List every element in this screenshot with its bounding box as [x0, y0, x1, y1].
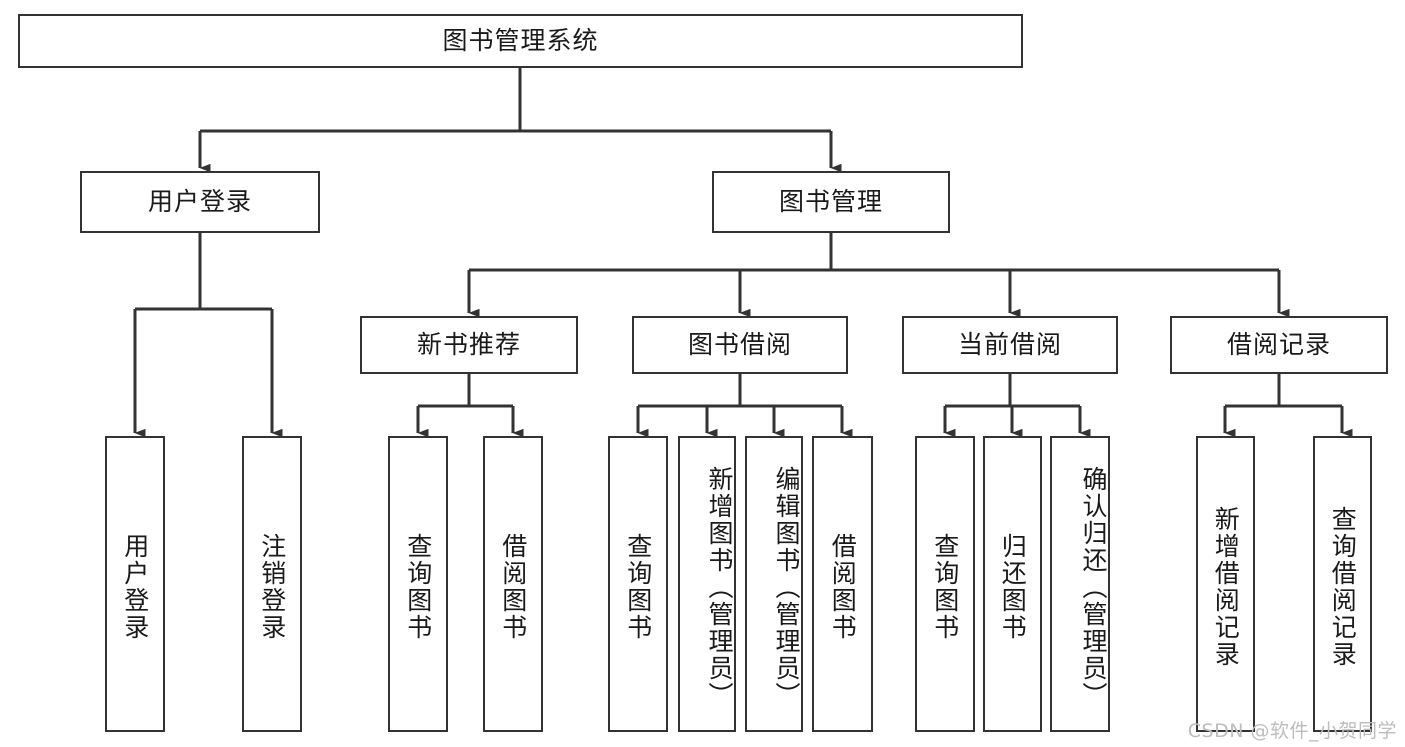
node-book-borrow[interactable]: 图书借阅 — [632, 316, 848, 374]
node-leaf-edit-book-admin[interactable]: 编辑图书（管理员） — [745, 436, 803, 732]
node-label: 查询借阅记录 — [1328, 506, 1358, 668]
node-label: 确认归还（管理员） — [1079, 465, 1108, 709]
node-root-book-management-system[interactable]: 图书管理系统 — [18, 14, 1023, 68]
node-label: 用户登录 — [120, 533, 150, 641]
node-leaf-query-book-current[interactable]: 查询图书 — [915, 436, 975, 732]
node-leaf-logout-login[interactable]: 注销登录 — [242, 436, 302, 732]
node-label: 新增借阅记录 — [1211, 506, 1241, 668]
node-label: 图书借阅 — [687, 330, 792, 360]
edges-bookmanage-to-level3 — [467, 233, 1290, 318]
node-label: 查询图书 — [930, 533, 960, 641]
node-label: 图书管理 — [778, 187, 883, 217]
node-label: 查询图书 — [623, 533, 653, 641]
node-leaf-return-book[interactable]: 归还图书 — [983, 436, 1042, 732]
node-leaf-user-login[interactable]: 用户登录 — [105, 436, 165, 732]
node-label: 归还图书 — [998, 533, 1028, 641]
node-label: 查询图书 — [403, 533, 433, 641]
edges-newbook-to-leaves — [416, 374, 524, 438]
node-label: 当前借阅 — [957, 330, 1062, 360]
node-leaf-borrow-book-recommend[interactable]: 借阅图书 — [483, 436, 543, 732]
node-label: 注销登录 — [257, 533, 287, 641]
node-label: 借阅记录 — [1226, 330, 1331, 360]
node-label: 新增图书（管理员） — [705, 465, 734, 709]
node-label: 用户登录 — [147, 187, 252, 217]
node-label: 编辑图书（管理员） — [772, 465, 801, 709]
node-label: 借阅图书 — [498, 533, 528, 641]
node-label: 借阅图书 — [828, 533, 858, 641]
node-label: 图书管理系统 — [442, 26, 599, 56]
edges-borrowrecord-to-leaves — [1223, 374, 1353, 438]
node-borrow-record[interactable]: 借阅记录 — [1170, 316, 1388, 374]
node-label: 新书推荐 — [416, 330, 521, 360]
node-leaf-add-book-admin[interactable]: 新增图书（管理员） — [678, 436, 736, 732]
node-book-management[interactable]: 图书管理 — [712, 171, 950, 233]
node-leaf-query-book-recommend[interactable]: 查询图书 — [388, 436, 448, 732]
node-leaf-borrow-book[interactable]: 借阅图书 — [812, 436, 873, 732]
node-leaf-add-borrow-record[interactable]: 新增借阅记录 — [1196, 436, 1255, 732]
edges-bookborrow-to-leaves — [636, 374, 853, 438]
node-leaf-confirm-return-admin[interactable]: 确认归还（管理员） — [1050, 436, 1110, 732]
node-leaf-query-book-borrow[interactable]: 查询图书 — [608, 436, 668, 732]
edges-root-to-level2 — [198, 68, 842, 173]
edges-currentborrow-to-leaves — [943, 374, 1091, 438]
edges-userlogin-to-leaves — [133, 233, 283, 438]
node-user-login[interactable]: 用户登录 — [80, 171, 320, 233]
node-leaf-query-borrow-record[interactable]: 查询借阅记录 — [1313, 436, 1372, 732]
node-current-borrow[interactable]: 当前借阅 — [902, 316, 1118, 374]
node-new-book-recommend[interactable]: 新书推荐 — [360, 316, 578, 374]
